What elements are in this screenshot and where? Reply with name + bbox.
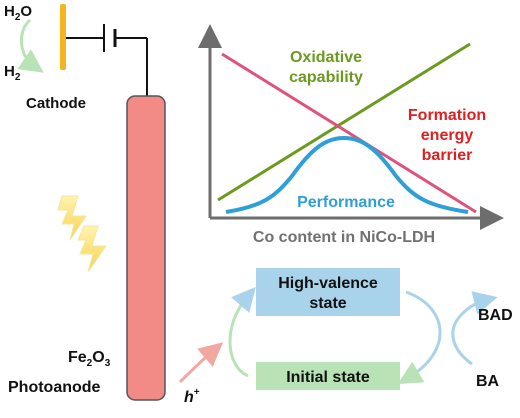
hydrogen-label: H2: [4, 63, 21, 83]
bad-label: BAD: [478, 307, 513, 324]
initial-state-label: Initial state: [286, 369, 370, 386]
initial-state-box: [256, 362, 400, 390]
hole-transfer-arrow: [178, 342, 224, 384]
oxidative-label-line2: capability: [289, 69, 363, 86]
high-valence-label-line2: state: [309, 295, 346, 312]
hole-label: h+: [184, 387, 200, 406]
water-to-hydrogen-arrow: [17, 18, 44, 73]
ba-label: BA: [476, 373, 500, 390]
high-valence-label-line1: High-valence: [278, 275, 378, 292]
reduction-arrow: [397, 290, 442, 385]
cathode-label: Cathode: [26, 95, 86, 112]
barrier-label-line1: Formation: [408, 107, 486, 124]
ba-to-bad-arrow: [451, 291, 498, 366]
barrier-label-line2: energy: [421, 127, 474, 144]
barrier-label-line3: barrier: [422, 147, 473, 164]
lightning-icon: [57, 195, 107, 273]
anode-material-label: Fe2O3: [68, 349, 111, 369]
photoanode-label: Photoanode: [8, 379, 101, 396]
performance-curve: [225, 135, 469, 214]
catalytic-cycle: High-valence state Initial state BAD BA: [228, 268, 513, 390]
trend-chart: Oxidative capability Formation energy ba…: [198, 24, 504, 246]
water-label: H2O: [4, 3, 32, 23]
circuit-wire: [66, 24, 148, 96]
high-valence-state-box: [256, 268, 400, 316]
photoanode-rod: [126, 95, 166, 401]
cathode-group: H2O H2 Cathode: [4, 3, 86, 112]
x-axis-label: Co content in NiCo-LDH: [253, 229, 435, 246]
oxidative-capability-line: [217, 42, 471, 202]
performance-label: Performance: [297, 194, 395, 211]
oxidative-label-line1: Oxidative: [290, 49, 362, 66]
cathode-electrode: [60, 4, 66, 70]
formation-energy-barrier-line: [221, 52, 477, 214]
oxidation-arrow: [228, 286, 256, 378]
